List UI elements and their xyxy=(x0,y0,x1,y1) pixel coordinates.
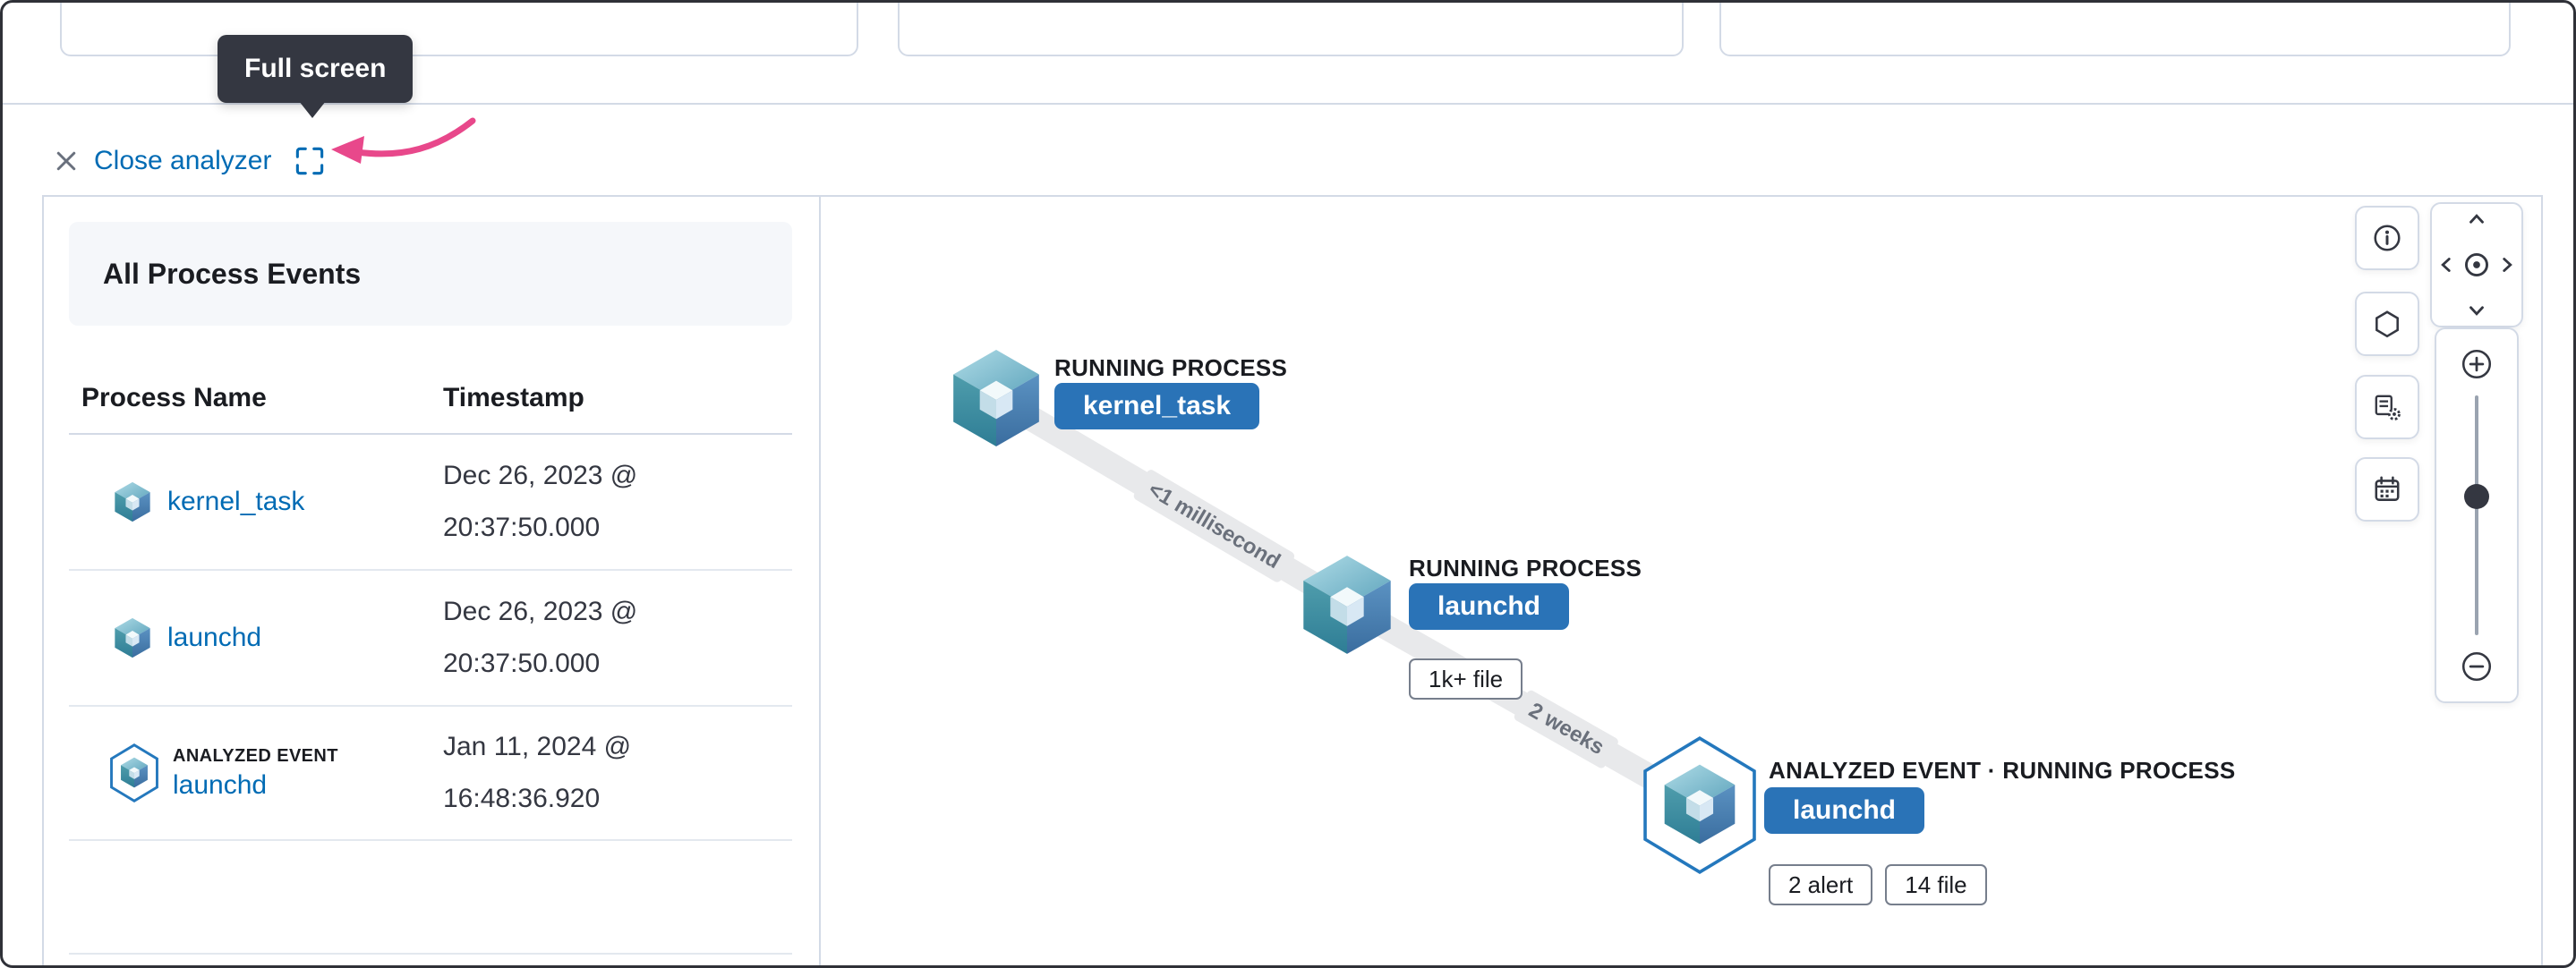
events-pane-title: All Process Events xyxy=(69,222,792,326)
column-header-timestamp: Timestamp xyxy=(443,383,584,412)
dashboard-panel-cropped xyxy=(898,3,1684,56)
chevron-down-icon xyxy=(2469,306,2484,316)
timestamp-cell: Jan 11, 2024 @ 16:48:36.920 xyxy=(443,732,632,813)
process-cube-icon xyxy=(115,617,150,658)
close-analyzer-button[interactable]: Close analyzer xyxy=(53,146,271,176)
timestamp-cell: Dec 26, 2023 @ 20:37:50.000 xyxy=(443,597,638,678)
edge-duration-label: 2 weeks xyxy=(1512,688,1620,770)
node-badges: 2 alert 14 file xyxy=(1769,864,1987,905)
close-analyzer-label: Close analyzer xyxy=(94,146,272,175)
legend-button[interactable] xyxy=(2355,206,2419,270)
zoom-slider-thumb[interactable] xyxy=(2464,484,2489,510)
analyzed-event-node[interactable] xyxy=(1637,734,1762,876)
zoom-out-button[interactable] xyxy=(2460,650,2494,684)
process-name-cell: kernel_task xyxy=(69,481,443,522)
plus-circle-icon xyxy=(2461,349,2492,379)
zoom-slider-track[interactable] xyxy=(2475,395,2478,635)
table-row: launchd Dec 26, 2023 @ 20:37:50.000 xyxy=(69,571,792,707)
process-node-cube-icon[interactable] xyxy=(1301,554,1394,656)
process-name-cell: launchd xyxy=(69,617,443,658)
chevron-left-icon xyxy=(2441,258,2451,272)
zoom-slider xyxy=(2436,395,2517,635)
process-cube-icon xyxy=(121,757,148,788)
schema-icon xyxy=(2375,395,2401,420)
nodes-legend-button[interactable] xyxy=(2355,292,2419,356)
cross-icon xyxy=(56,151,76,171)
column-header-process-name: Process Name xyxy=(81,383,267,412)
process-cube-icon xyxy=(115,481,150,522)
table-row: ANALYZED EVENT launchd Jan 11, 2024 @ 16… xyxy=(69,707,792,841)
analyzer-toolbar: Close analyzer xyxy=(53,137,330,185)
node-type-label: RUNNING PROCESS xyxy=(1054,354,1288,381)
center-camera-button[interactable] xyxy=(2461,250,2492,280)
tooltip-pointer xyxy=(299,101,326,118)
process-node-cube-icon[interactable] xyxy=(951,348,1042,448)
node-alert-count-badge[interactable]: 2 alert xyxy=(1769,864,1873,905)
pan-right-button[interactable] xyxy=(2495,251,2519,278)
info-icon xyxy=(2374,225,2401,251)
horizontal-divider xyxy=(3,103,2573,105)
date-picker-button[interactable] xyxy=(2355,457,2419,522)
pan-left-button[interactable] xyxy=(2435,251,2458,278)
table-divider xyxy=(69,953,792,955)
camera-controls xyxy=(2430,202,2523,327)
target-icon xyxy=(2465,253,2488,276)
analyzed-event-icon xyxy=(108,743,160,802)
zoom-controls xyxy=(2435,327,2519,703)
node-type-label: RUNNING PROCESS xyxy=(1409,555,1642,582)
fullscreen-tooltip: Full screen xyxy=(218,35,414,103)
chevron-right-icon xyxy=(2503,258,2512,272)
process-node-button[interactable]: launchd xyxy=(1409,583,1570,630)
process-link[interactable]: launchd xyxy=(173,769,268,800)
fullscreen-icon xyxy=(296,147,324,175)
node-file-count-badge[interactable]: 1k+ file xyxy=(1409,658,1523,700)
fullscreen-button[interactable] xyxy=(289,140,330,182)
schema-button[interactable] xyxy=(2355,375,2419,439)
edge-duration-label: <1 millisecond xyxy=(1131,468,1296,584)
analyzed-event-badge: ANALYZED EVENT xyxy=(173,745,338,766)
minus-circle-icon xyxy=(2461,651,2492,682)
analyzer-panel: All Process Events Process Name Timestam… xyxy=(42,195,2543,965)
dashboard-panel-cropped xyxy=(60,3,858,56)
process-link[interactable]: launchd xyxy=(167,623,262,652)
process-name-cell: ANALYZED EVENT launchd xyxy=(69,743,443,802)
process-link[interactable]: kernel_task xyxy=(167,487,305,516)
zoom-in-button[interactable] xyxy=(2460,347,2494,381)
hexagon-icon xyxy=(2376,310,2399,338)
node-file-count-badge[interactable]: 14 file xyxy=(1885,864,1987,905)
chevron-up-icon xyxy=(2469,214,2484,224)
calendar-icon xyxy=(2375,476,2400,501)
table-row: kernel_task Dec 26, 2023 @ 20:37:50.000 xyxy=(69,435,792,571)
annotation-arrow xyxy=(331,117,476,164)
pan-down-button[interactable] xyxy=(2463,299,2490,322)
dashboard-panel-cropped xyxy=(1719,3,2511,56)
table-header-row: Process Name Timestamp xyxy=(69,363,792,435)
timestamp-cell: Dec 26, 2023 @ 20:37:50.000 xyxy=(443,461,638,542)
process-node-button[interactable]: launchd xyxy=(1764,787,1925,834)
node-type-label: ANALYZED EVENT · RUNNING PROCESS xyxy=(1769,757,2236,784)
process-cube-icon xyxy=(1664,764,1736,845)
pan-up-button[interactable] xyxy=(2463,208,2490,231)
events-pane: All Process Events Process Name Timestam… xyxy=(44,197,821,965)
process-node-button[interactable]: kernel_task xyxy=(1054,383,1260,429)
